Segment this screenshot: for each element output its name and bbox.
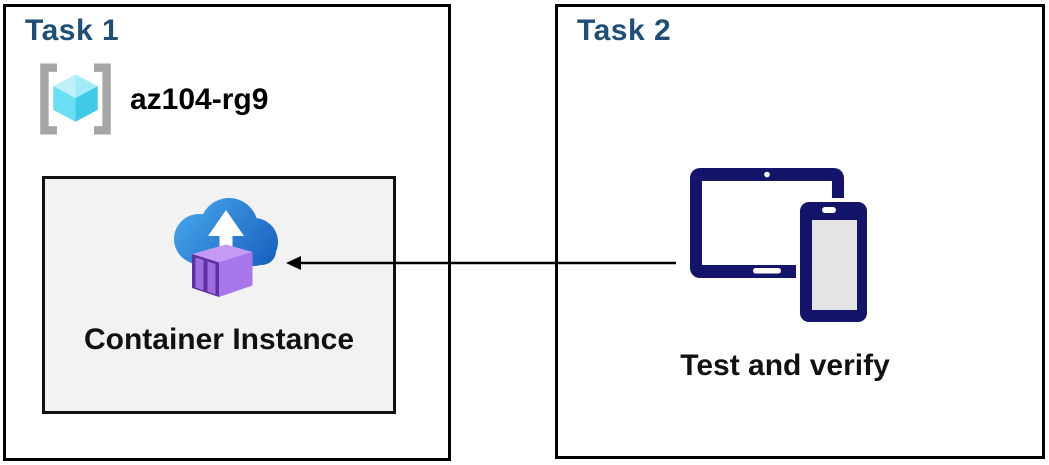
connector-arrow: [286, 256, 676, 270]
arrowhead-left: [286, 256, 301, 270]
devices-icon: [690, 168, 871, 326]
bracket-right: [94, 63, 111, 135]
tablet-home-button: [753, 268, 781, 274]
tablet-camera-dot: [764, 171, 770, 178]
phone-shape: [796, 198, 871, 326]
resource-group-icon: [40, 63, 111, 135]
devices-label: Test and verify: [680, 349, 890, 382]
bracket-left: [40, 63, 57, 135]
container-instance-card: Container Instance: [42, 176, 396, 414]
resource-group-name: az104-rg9: [130, 83, 269, 116]
cube-shape: [53, 74, 98, 122]
container-box-shape: [192, 244, 253, 297]
task2-title: Task 2: [577, 14, 672, 47]
container-instance-label: Container Instance: [83, 323, 355, 356]
task2-box: Task 2 Test and verify: [555, 4, 1045, 459]
task1-box: Task 1 az104-rg9: [3, 4, 451, 461]
phone-speaker: [822, 207, 836, 213]
container-instance-icon: [174, 198, 278, 297]
task1-title: Task 1: [25, 14, 120, 47]
